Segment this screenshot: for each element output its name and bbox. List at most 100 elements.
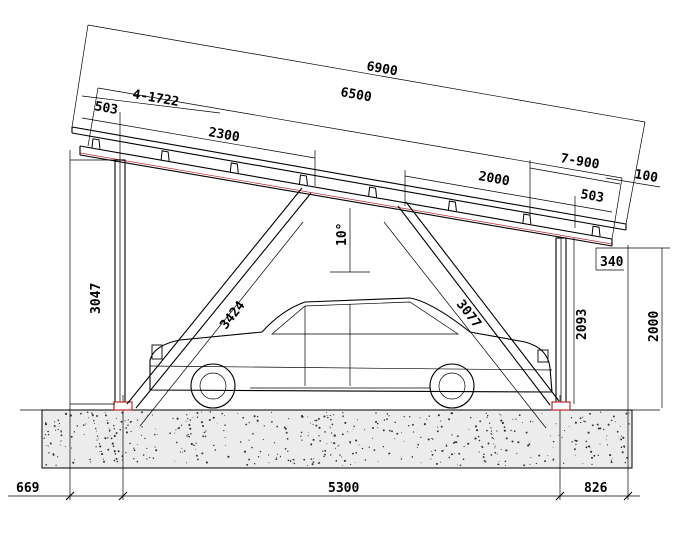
- concrete-speckle-dot: [301, 439, 303, 441]
- concrete-speckle-dot: [93, 420, 95, 422]
- concrete-speckle-dot: [263, 425, 265, 427]
- concrete-speckle-dot: [95, 427, 97, 430]
- concrete-speckle-dot: [189, 419, 192, 421]
- concrete-speckle-dot: [133, 449, 136, 452]
- concrete-speckle-dot: [503, 426, 506, 428]
- concrete-speckle-dot: [125, 431, 128, 434]
- concrete-speckle-dot: [382, 429, 385, 432]
- concrete-speckle-dot: [212, 416, 215, 419]
- concrete-speckle-dot: [355, 452, 358, 454]
- concrete-speckle-dot: [478, 451, 480, 453]
- concrete-speckle-dot: [511, 440, 514, 443]
- concrete-speckle-dot: [552, 440, 555, 443]
- concrete-speckle-dot: [428, 415, 431, 417]
- concrete-speckle-dot: [203, 431, 206, 434]
- concrete-speckle-dot: [102, 460, 106, 463]
- concrete-speckle-dot: [445, 443, 447, 445]
- concrete-speckle-dot: [73, 431, 76, 433]
- concrete-speckle-dot: [100, 450, 102, 453]
- right-brace: [397, 201, 560, 406]
- concrete-speckle-dot: [330, 441, 332, 443]
- concrete-speckle-dot: [394, 421, 396, 424]
- concrete-speckle-dot: [69, 414, 72, 417]
- dim-right-brace: 3077: [453, 297, 484, 331]
- concrete-speckle-dot: [76, 425, 79, 427]
- concrete-speckle-dot: [606, 435, 608, 437]
- concrete-speckle-dot: [341, 456, 343, 458]
- concrete-speckle-dot: [60, 440, 62, 442]
- concrete-speckle-dot: [474, 437, 477, 440]
- concrete-speckle-dot: [574, 454, 576, 456]
- concrete-speckle-dot: [106, 422, 109, 425]
- concrete-speckle-dot: [552, 458, 555, 461]
- concrete-speckle-dot: [549, 435, 551, 437]
- concrete-speckle-dot: [99, 445, 102, 448]
- concrete-speckle-dot: [624, 461, 627, 464]
- concrete-speckle-dot: [417, 443, 420, 446]
- concrete-speckle-dot: [585, 440, 588, 443]
- concrete-speckle-dot: [525, 431, 528, 434]
- concrete-speckle-dot: [182, 451, 184, 453]
- concrete-speckle-dot: [309, 422, 311, 424]
- concrete-speckle-dot: [386, 413, 389, 415]
- concrete-speckle-dot: [606, 444, 609, 446]
- concrete-speckle-dot: [294, 459, 296, 461]
- concrete-speckle-dot: [74, 459, 75, 461]
- concrete-speckle-dot: [386, 418, 388, 420]
- concrete-speckle-dot: [201, 411, 203, 413]
- concrete-speckle-dot: [563, 462, 565, 464]
- concrete-speckle-dot: [289, 460, 292, 462]
- concrete-speckle-dot: [419, 417, 421, 419]
- concrete-speckle-dot: [195, 442, 197, 444]
- concrete-speckle-dot: [620, 446, 623, 449]
- concrete-speckle-dot: [47, 430, 49, 433]
- concrete-speckle-dot: [268, 462, 270, 464]
- dim-right-cantilever: 503: [579, 187, 605, 206]
- concrete-speckle-dot: [488, 422, 491, 424]
- concrete-speckle-dot: [53, 421, 56, 423]
- concrete-speckle-dot: [293, 462, 296, 465]
- concrete-speckle-dot: [505, 449, 508, 452]
- concrete-speckle-dot: [221, 412, 224, 415]
- concrete-speckle-dot: [183, 450, 186, 452]
- concrete-speckle-dot: [529, 420, 532, 423]
- concrete-speckle-dot: [483, 460, 486, 462]
- concrete-speckle-dot: [600, 411, 602, 413]
- concrete-speckle-dot: [248, 439, 250, 441]
- concrete-speckle-dot: [430, 438, 432, 439]
- concrete-speckle-dot: [96, 435, 99, 437]
- concrete-speckle-dot: [433, 449, 435, 451]
- concrete-speckle-dot: [82, 424, 85, 426]
- foundation-slab: [20, 409, 660, 469]
- concrete-speckle-dot: [579, 417, 582, 420]
- concrete-speckle-dot: [412, 423, 414, 426]
- concrete-speckle-dot: [85, 423, 87, 425]
- concrete-speckle-dot: [333, 442, 336, 445]
- concrete-speckle-dot: [610, 459, 612, 461]
- concrete-speckle-dot: [285, 431, 288, 434]
- concrete-speckle-dot: [57, 428, 59, 431]
- concrete-speckle-dot: [500, 448, 502, 450]
- concrete-speckle-dot: [504, 465, 506, 466]
- concrete-speckle-dot: [314, 419, 316, 422]
- concrete-speckle-dot: [477, 435, 480, 438]
- concrete-speckle-dot: [457, 464, 458, 466]
- concrete-speckle-dot: [196, 416, 199, 418]
- concrete-speckle-dot: [224, 436, 226, 439]
- concrete-speckle-dot: [205, 430, 207, 432]
- concrete-speckle-dot: [628, 423, 630, 425]
- right-column: [551, 237, 571, 411]
- concrete-speckle-dot: [144, 437, 146, 440]
- concrete-speckle-dot: [334, 435, 336, 437]
- concrete-speckle-dot: [287, 459, 290, 462]
- concrete-speckle-dot: [279, 455, 282, 458]
- concrete-speckle-dot: [104, 437, 107, 440]
- concrete-speckle-dot: [467, 442, 470, 445]
- concrete-speckle-dot: [522, 422, 523, 423]
- concrete-speckle-dot: [535, 462, 538, 465]
- concrete-speckle-dot: [334, 447, 336, 449]
- concrete-speckle-dot: [192, 416, 194, 418]
- concrete-speckle-dot: [450, 412, 452, 415]
- concrete-speckle-dot: [544, 460, 547, 463]
- concrete-speckle-dot: [570, 417, 573, 419]
